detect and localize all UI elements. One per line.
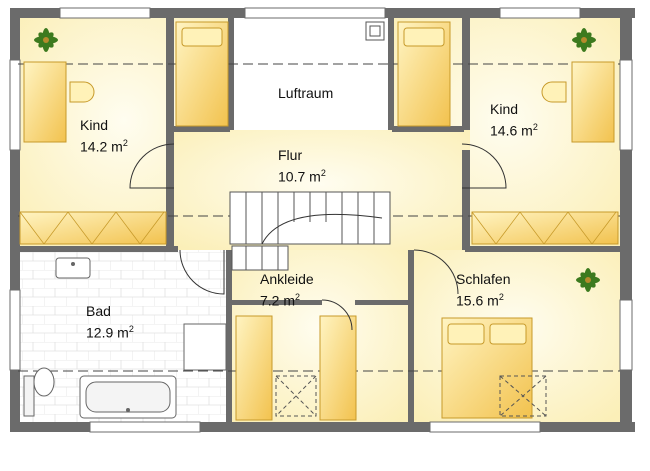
room-area: 12.9 m2: [86, 324, 134, 341]
luftraum-floor: [232, 18, 390, 130]
storage-crosses: [275, 375, 547, 417]
room-label-ankleide: Ankleide 7.2 m2: [260, 270, 314, 310]
room-area: 10.7 m2: [278, 168, 326, 185]
room-name: Schlafen: [456, 271, 511, 287]
chimney-marker: [365, 21, 385, 41]
plant-icon: [572, 28, 596, 52]
room-label-bad: Bad 12.9 m2: [86, 302, 134, 342]
room-label-kind-left: Kind 14.2 m2: [80, 116, 128, 156]
bed-kind-right: [397, 21, 451, 127]
room-area: 7.2 m2: [260, 292, 301, 309]
room-name: Luftraum: [278, 85, 334, 101]
room-label-luftraum: Luftraum: [278, 84, 333, 102]
room-area: 15.6 m2: [456, 292, 504, 309]
room-label-flur: Flur 10.7 m2: [278, 146, 326, 186]
doors: [129, 143, 507, 331]
room-name: Flur: [278, 147, 303, 163]
room-area: 14.2 m2: [80, 138, 128, 155]
sink: [55, 257, 91, 279]
desk-kind-left: [23, 61, 95, 143]
windows: [9, 7, 633, 433]
shower: [183, 323, 227, 371]
plant-icon: [576, 268, 600, 292]
room-name: Kind: [490, 101, 519, 117]
staircase: [229, 191, 391, 271]
wardrobes: [19, 211, 619, 421]
room-label-kind-right: Kind 14.6 m2: [490, 100, 538, 140]
bath-fixtures: [23, 257, 227, 419]
bed-kind-left: [175, 21, 229, 127]
plant-icon: [34, 28, 58, 52]
room-label-schlafen: Schlafen 15.6 m2: [456, 270, 510, 310]
room-area: 14.6 m2: [490, 122, 538, 139]
bed-schlafen: [441, 317, 533, 419]
room-name: Ankleide: [260, 271, 314, 287]
wardrobe-hatching: [19, 211, 617, 245]
room-name: Kind: [80, 117, 109, 133]
room-name: Bad: [86, 303, 111, 319]
toilet: [33, 367, 55, 397]
desk-kind-right: [541, 61, 615, 143]
